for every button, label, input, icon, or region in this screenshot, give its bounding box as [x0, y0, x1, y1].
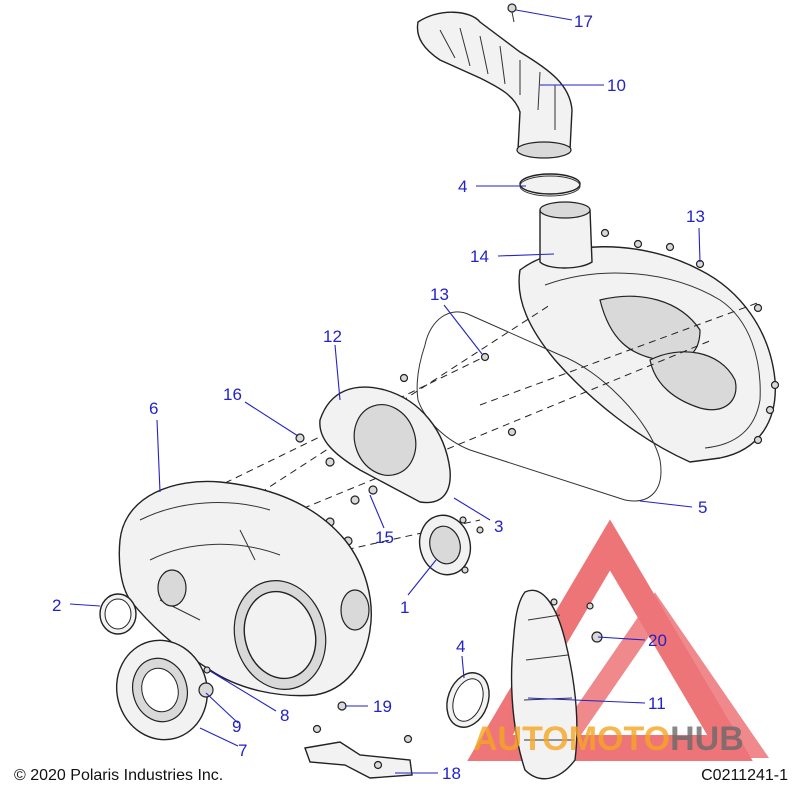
- callout-2: 2: [52, 596, 61, 615]
- screws-lower-boot: [550, 598, 594, 610]
- callout-20: 20: [648, 631, 667, 650]
- callout-5: 5: [698, 498, 707, 517]
- callout-7: 7: [238, 741, 247, 760]
- plug-part-9: [198, 682, 214, 698]
- screw-part-17: [507, 3, 517, 23]
- callout-16: 16: [223, 385, 242, 404]
- callout-9: 9: [232, 717, 241, 736]
- callout-4-lower: 4: [456, 637, 465, 656]
- bracket-part-18: [304, 741, 413, 779]
- callout-13-middle: 13: [430, 285, 449, 304]
- callout-19: 19: [373, 697, 392, 716]
- drawing-number: C0211241-1: [701, 767, 788, 784]
- screws-part-19: [312, 701, 413, 770]
- callout-13-upper: 13: [686, 207, 705, 226]
- callout-17: 17: [574, 12, 593, 31]
- o-ring-part-2: [99, 593, 137, 635]
- bearing-plate-part-1: [418, 514, 472, 576]
- screws-part-13-right: [399, 228, 780, 445]
- seal-part-5: [416, 311, 662, 502]
- callout-4-upper: 4: [458, 177, 467, 196]
- clamp-part-4-upper: [519, 173, 581, 197]
- outer-cover-part-14: [518, 201, 776, 463]
- boot-part-11: [510, 589, 578, 780]
- screws-part-3: [459, 516, 484, 574]
- callout-1: 1: [400, 598, 409, 617]
- svg-text:AUTOMOTOHUB: AUTOMOTOHUB: [473, 720, 744, 758]
- clamp-part-4-lower: [446, 672, 490, 728]
- callout-11: 11: [648, 694, 666, 713]
- air-duct-part-10: [416, 11, 573, 159]
- bolts-part-15: [343, 485, 378, 546]
- callout-10: 10: [607, 76, 626, 95]
- copyright-notice: © 2020 Polaris Industries Inc.: [14, 767, 224, 784]
- watermark-wordmark: AUTOMOTOHUB: [473, 720, 744, 758]
- callout-15: 15: [375, 528, 394, 547]
- callout-labels: 17 10 4 13 14 13 12 16 6 5 3 15 1 2 4 20…: [52, 12, 707, 783]
- pin-part-8: [203, 666, 211, 674]
- callout-14: 14: [470, 247, 489, 266]
- shroud-part-12: [319, 386, 451, 504]
- callout-8: 8: [280, 706, 289, 725]
- cover-plate-part-7: [115, 639, 209, 741]
- callout-3: 3: [494, 517, 503, 536]
- callout-12: 12: [323, 327, 342, 346]
- callout-18: 18: [442, 764, 461, 783]
- inner-cover-part-6: [118, 480, 372, 697]
- callout-leader-lines: [69, 9, 701, 774]
- callout-6: 6: [149, 399, 158, 418]
